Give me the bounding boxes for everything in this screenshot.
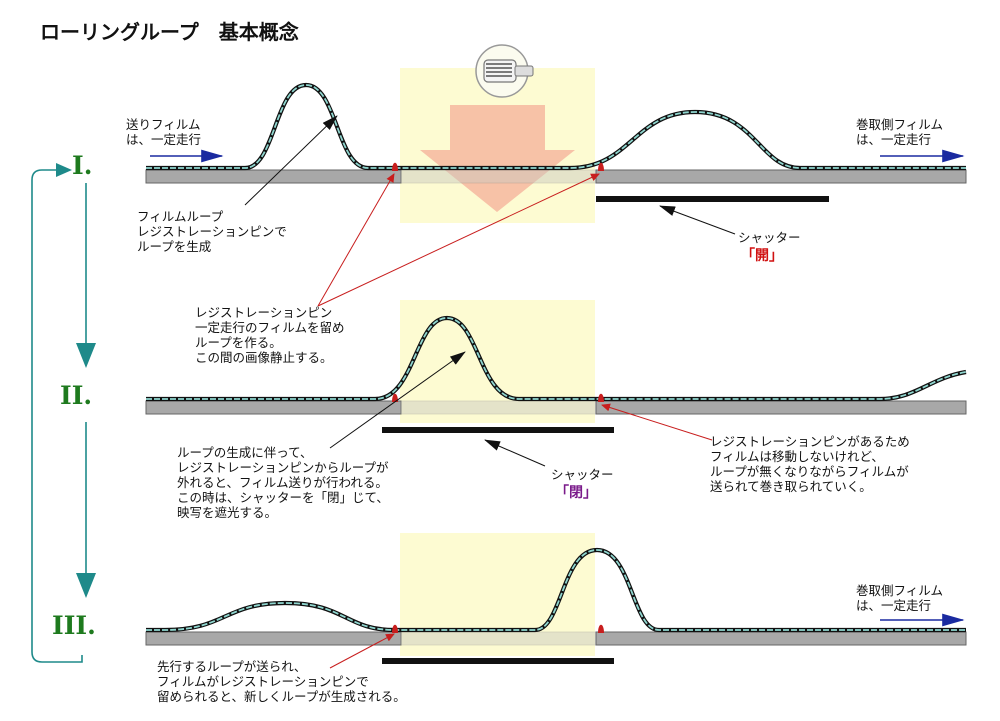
cycle-arrow (31, 169, 87, 663)
loop-release-note: ループの生成に伴って、 レジストレーションピンからループが 外れると、フィルム送… (177, 445, 389, 520)
step-2-label: II. (60, 381, 93, 410)
reg-pin-pointer-b (317, 173, 600, 307)
pin-hold-note: レジストレーションピンがあるため フィルムは移動しないけれど、 ループが無くなり… (710, 434, 910, 494)
loop-pointer-1 (244, 115, 338, 206)
stage-3-pin-left (392, 624, 398, 633)
stage-2-film-track (145, 400, 967, 415)
takeup-film-note-3: 巻取側フィルム は、一定走行 (856, 583, 944, 613)
stage-1-pin-right (598, 162, 604, 171)
shutter-label-1: シャッター (738, 230, 801, 245)
loop-pointer-2 (329, 351, 466, 449)
next-loop-pointer (329, 633, 395, 669)
stage-2-shutter (382, 427, 614, 433)
light-zone-2 (400, 300, 595, 423)
stage-1-shutter (596, 196, 829, 202)
shutter-pointer-2 (484, 439, 546, 467)
reg-pin-note: レジストレーションピン 一定走行のフィルムを留め ループを作る。 この間の画像静… (195, 305, 345, 365)
step-1-label: I. (72, 151, 93, 180)
projection-arrow (420, 105, 575, 212)
lamp-icon (475, 44, 534, 98)
feed-film-note: 送りフィルム は、一定走行 (126, 117, 202, 147)
cycle-arrowhead-1 (76, 343, 96, 368)
stage-1-pin-left (392, 162, 398, 171)
stage-3-film-track (145, 631, 967, 646)
reg-pin-pointer-a (317, 173, 395, 307)
shutter-pointer-1 (659, 205, 736, 235)
next-loop-note: 先行するループが送られ、 フィルムがレジストレーションピンで 留められると、新し… (157, 659, 406, 704)
cycle-arrowhead-2 (76, 573, 96, 598)
page-title: ローリングループ 基本概念 (40, 20, 299, 44)
stage-1-film-track (145, 169, 967, 184)
shutter-state-open: 「開」 (741, 248, 783, 264)
stage-3-shutter (382, 658, 614, 664)
stage-3-pin-right (598, 624, 604, 633)
cycle-arrowhead-3 (56, 163, 72, 177)
shutter-label-2: シャッター (551, 467, 614, 482)
stage-2-pin-left (392, 393, 398, 402)
shutter-state-closed: 「閉」 (555, 485, 597, 501)
pin-hold-pointer (601, 403, 713, 441)
film-loop-note: フィルムループ レジストレーションピンで ループを生成 (137, 209, 287, 254)
step-3-label: III. (52, 611, 96, 640)
stage-2-pin-right (598, 393, 604, 402)
takeup-film-note-1: 巻取側フィルム は、一定走行 (856, 117, 944, 147)
